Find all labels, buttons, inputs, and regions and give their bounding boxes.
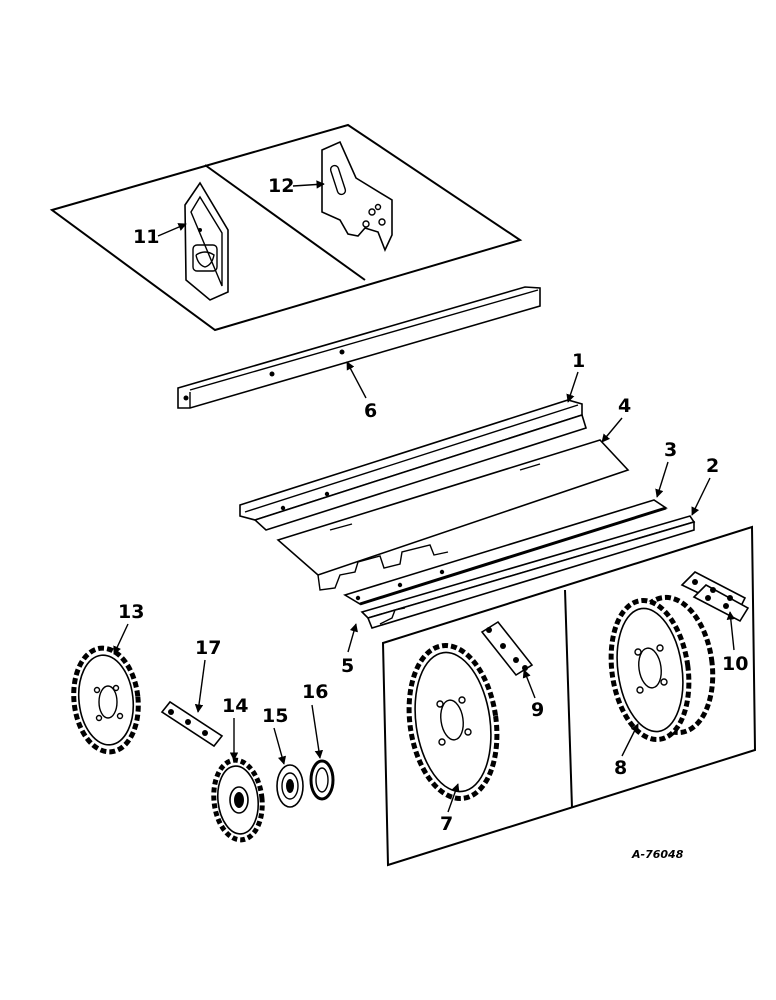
callout-16: 16 (302, 681, 328, 759)
strip-part-3 (343, 499, 668, 606)
svg-text:14: 14 (222, 695, 248, 717)
plate-part-4 (276, 439, 630, 591)
callout-15: 15 (262, 705, 288, 765)
sprocket-part-7 (406, 643, 500, 801)
callout-7: 7 (440, 783, 460, 835)
callout-13: 13 (113, 601, 144, 655)
plate-part-11 (184, 181, 229, 301)
svg-text:6: 6 (364, 400, 377, 422)
top-inset-panel (49, 123, 523, 332)
callout-12: 12 (268, 175, 325, 197)
svg-text:9: 9 (531, 699, 544, 721)
svg-text:2: 2 (706, 455, 719, 477)
sprocket-part-14 (211, 757, 265, 843)
callout-3: 3 (655, 439, 677, 498)
bearing-part-15 (276, 764, 304, 808)
angle-bar-part-6 (177, 286, 541, 409)
callout-11: 11 (133, 223, 187, 248)
svg-text:11: 11 (133, 226, 159, 248)
sprocket-part-13 (71, 645, 141, 755)
callout-5: 5 (341, 623, 358, 677)
svg-text:5: 5 (341, 655, 354, 677)
callout-14: 14 (222, 695, 248, 761)
svg-text:8: 8 (614, 757, 627, 779)
callout-2: 2 (691, 455, 719, 516)
svg-text:3: 3 (664, 439, 677, 461)
ring-part-16 (309, 759, 335, 801)
callout-9: 9 (522, 669, 544, 721)
plate-part-12 (321, 140, 393, 253)
svg-text:1: 1 (572, 350, 585, 372)
drawing-reference: A-76048 (631, 848, 684, 861)
callout-17: 17 (194, 637, 221, 713)
svg-text:16: 16 (302, 681, 328, 703)
sprocket-part-8 (608, 594, 716, 743)
svg-text:12: 12 (268, 175, 294, 197)
callout-1: 1 (566, 350, 585, 403)
callout-4: 4 (601, 395, 631, 443)
strip-part-5 (366, 520, 695, 629)
chain-link-part-17 (160, 700, 224, 748)
svg-text:7: 7 (440, 813, 453, 835)
svg-text:17: 17 (195, 637, 221, 659)
svg-text:10: 10 (722, 653, 748, 675)
channel-part-1 (239, 399, 587, 531)
svg-text:15: 15 (262, 705, 288, 727)
svg-text:4: 4 (618, 395, 631, 417)
callout-6: 6 (346, 361, 377, 422)
chain-link-part-9 (480, 620, 534, 677)
callout-10: 10 (722, 611, 748, 675)
svg-text:13: 13 (118, 601, 144, 623)
bottom-inset-panel (381, 525, 757, 867)
callout-8: 8 (614, 723, 639, 779)
